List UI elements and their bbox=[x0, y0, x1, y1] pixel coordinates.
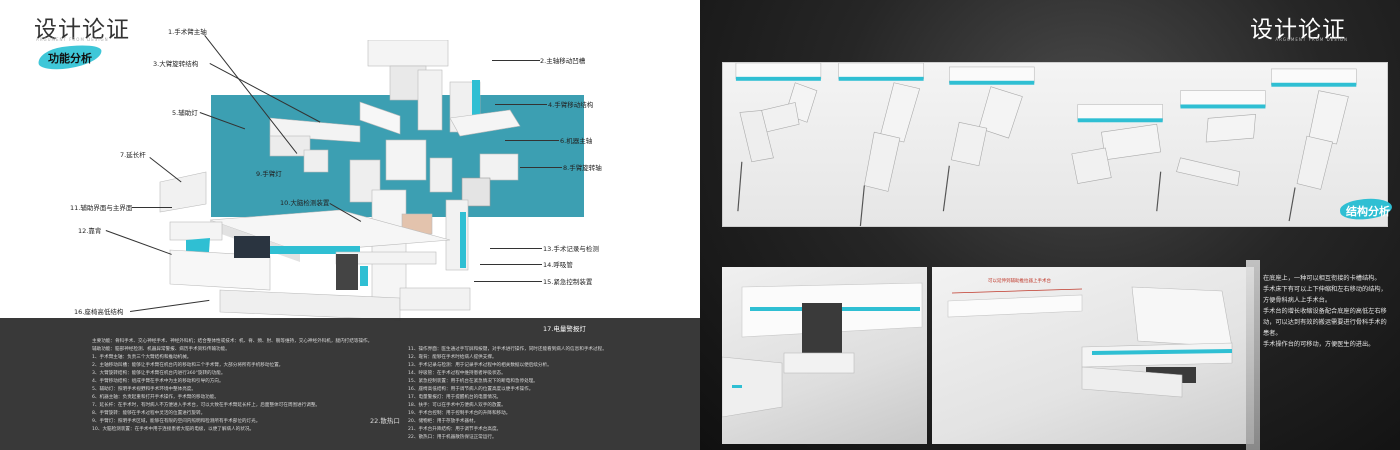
description-line: 21、手术台升降结构：用于调节手术台高度。 bbox=[408, 427, 502, 432]
callout-arm-move-structure: 4.手臂移动结构 bbox=[548, 101, 594, 109]
description-line: 16、座椅高低结构：用于调节病人的位置高度以便手术操作。 bbox=[408, 387, 534, 392]
description-line: 15、紧急控制装置：用于机台在紧急情况下的断电和急停处理。 bbox=[408, 379, 538, 384]
arm-config-3 bbox=[942, 66, 1035, 212]
description-line: 14、呼吸管：在手术过程中维持患者呼吸状态。 bbox=[408, 371, 506, 376]
description-column-right: 11、操作界面：医生通过手写屏和按键，对手术进行操作，同时还能看到病人的信息和手… bbox=[408, 346, 608, 442]
callout-aux-light: 5.辅助灯 bbox=[172, 109, 198, 117]
arm-config-2 bbox=[838, 63, 924, 226]
left-page-subtitle: ARGUMENT FROM DESIGN bbox=[36, 37, 109, 42]
left-page-title: 设计论证 bbox=[34, 17, 130, 43]
description-line: 12、靠背：能够在手术时给病人提供支撑。 bbox=[408, 355, 497, 360]
description-line: 5、辅助灯：照明手术视野和手术环境中整体亮度。 bbox=[92, 387, 196, 392]
callout-emergency-control: 15.紧急控制装置 bbox=[543, 278, 593, 286]
callout-vent: 22.散热口 bbox=[370, 417, 400, 425]
callout-breathing-tube: 14.呼吸管 bbox=[543, 261, 573, 269]
description-line: 2、主轴移动凹槽：能够让手术臂在机台内的移动和三个手术臂，大部分将所有手机移动位… bbox=[92, 363, 284, 368]
description-line: 9、手臂灯：照明手术区域，能够在有限的空间内照明和检测所有手术部位的灯光。 bbox=[92, 419, 261, 424]
description-line: 20、储物柜：用于存放手术器材。 bbox=[408, 419, 479, 424]
structure-description-line: 手术床下有可以上下伸缩和左右移动的结构，方便骨科病人上手术台。 bbox=[1263, 286, 1387, 304]
leader-line bbox=[480, 264, 542, 265]
description-column-left: 主要功能：骨科手术、交心神经手术、神经外科机；结合整体性或技术：机、脊、颈、肘、… bbox=[92, 338, 392, 434]
description-line: 3、大臂旋转结构：能够让手术臂在机台内进行360°旋转的功能。 bbox=[92, 371, 226, 376]
right-page-subtitle: ARGUMENT FROM DESIGN bbox=[1275, 37, 1348, 42]
structure-description-line: 在底座上，一种可以相互衔接的卡槽结构。 bbox=[1263, 275, 1381, 282]
photo-edge-strip bbox=[1246, 260, 1260, 450]
leader-line bbox=[520, 167, 562, 168]
arm-config-6 bbox=[1271, 68, 1357, 222]
leader-line bbox=[492, 60, 540, 61]
description-line: 10、大脑检测装置：在手术中用于连接患者大脑的电极，以便了解病人的状况。 bbox=[92, 427, 255, 432]
description-line: 19、手术台控制：用于控制手术台的升降和移动。 bbox=[408, 411, 511, 416]
structure-description: 在底座上，一种可以相互衔接的卡槽结构。 手术床下有可以上下伸缩和左右移动的结构，… bbox=[1263, 273, 1391, 350]
leader-line bbox=[132, 207, 172, 208]
callout-arm-light: 9.手臂灯 bbox=[256, 170, 282, 178]
leader-line bbox=[474, 281, 542, 282]
callout-surgery-record: 13.手术记录与检测 bbox=[543, 245, 599, 253]
arm-config-1 bbox=[735, 63, 822, 212]
callout-backrest: 12.靠背 bbox=[78, 227, 102, 235]
description-line: 13、手术记录与检测：用于记录手术过程中的相关数据以便后续分析。 bbox=[408, 363, 552, 368]
callout-machine-main-axis: 6.机器主轴 bbox=[560, 137, 593, 145]
section-label-structure: 结构分析 bbox=[1346, 205, 1390, 218]
callout-arm-rotation-axis: 8.手臂旋转轴 bbox=[563, 164, 602, 172]
callout-big-arm-rotation: 3.大臂旋转结构 bbox=[153, 60, 199, 68]
leader-line bbox=[495, 104, 547, 105]
description-line: 辅助功能：脑部神经检测、机器异常警报、病历手术资料传输功能。 bbox=[92, 347, 230, 352]
callout-battery-alarm: 17.电量警报灯 bbox=[543, 325, 586, 333]
bed-extension-render bbox=[947, 286, 1233, 398]
leader-line bbox=[490, 248, 542, 249]
photo-bed-extension bbox=[932, 267, 1254, 444]
arm-config-5 bbox=[1156, 90, 1266, 212]
description-line: 7、延长杆：在手术时，有时病人不方便进入手术台，可以大致在手术臂延长杆上，后面整… bbox=[92, 403, 321, 408]
leader-line bbox=[505, 140, 559, 141]
structure-description-line: 手术操作台的可移动，方便医生的进出。 bbox=[1263, 341, 1375, 348]
description-line: 主要功能：骨科手术、交心神经手术、神经外科机；结合整体性或技术：机、脊、颈、肘、… bbox=[92, 339, 373, 344]
structure-description-line: 手术台的增长收缩设备配合底座的高低左右移动，可以达到有效的搬运需要进行骨科手术的… bbox=[1263, 308, 1387, 337]
description-line: 18、扶手：可以在手术中方便病人双手的放置。 bbox=[408, 403, 506, 408]
left-page: 设计论证 ARGUMENT FROM DESIGN 功能分析 bbox=[0, 0, 700, 450]
description-line: 4、手臂移动结构：组成手臂在手术中为主的移动和引导的方向。 bbox=[92, 379, 224, 384]
section-label-function: 功能分析 bbox=[48, 52, 92, 65]
arm-config-4 bbox=[1071, 104, 1163, 184]
description-line: 17、电量警报灯：用于提醒机台的电量情况。 bbox=[408, 395, 502, 400]
callout-extension-rod: 7.延长杆 bbox=[120, 151, 146, 159]
extension-dimension-label: 可以延伸到辅助推拉器上手术台 bbox=[988, 279, 1051, 284]
callout-axis-groove: 2.主轴移动凹槽 bbox=[540, 57, 586, 65]
callout-interface: 11.辅助界面与主界面 bbox=[70, 204, 133, 212]
description-line: 8、手臂旋转：能够在手术过程中灵活的位置进行旋转。 bbox=[92, 411, 206, 416]
callout-seat-height: 16.座椅高低结构 bbox=[74, 308, 124, 316]
bed-base-render bbox=[721, 282, 923, 418]
callout-arm-main-axis: 1.手术臂主轴 bbox=[168, 28, 207, 36]
description-line: 1、手术臂主轴：负责三个大臂结构和推动机械。 bbox=[92, 355, 192, 360]
description-line: 22、散热口：用于机器散热保证正常运行。 bbox=[408, 435, 497, 440]
callout-brain-detector: 10.大脑检测装置 bbox=[280, 199, 330, 207]
photo-bed-base bbox=[721, 267, 927, 444]
description-line: 6、机器主轴：负责起重和打开手术操作，手术臂的移动功能。 bbox=[92, 395, 219, 400]
description-strip bbox=[0, 318, 700, 450]
right-page-title: 设计论证 bbox=[1250, 17, 1346, 43]
exploded-machine-illustration bbox=[159, 40, 521, 321]
description-line: 11、操作界面：医生通过手写屏和按键，对手术进行操作，同时还能看到病人的信息和手… bbox=[408, 347, 607, 352]
arm-structure-panel bbox=[722, 62, 1388, 227]
